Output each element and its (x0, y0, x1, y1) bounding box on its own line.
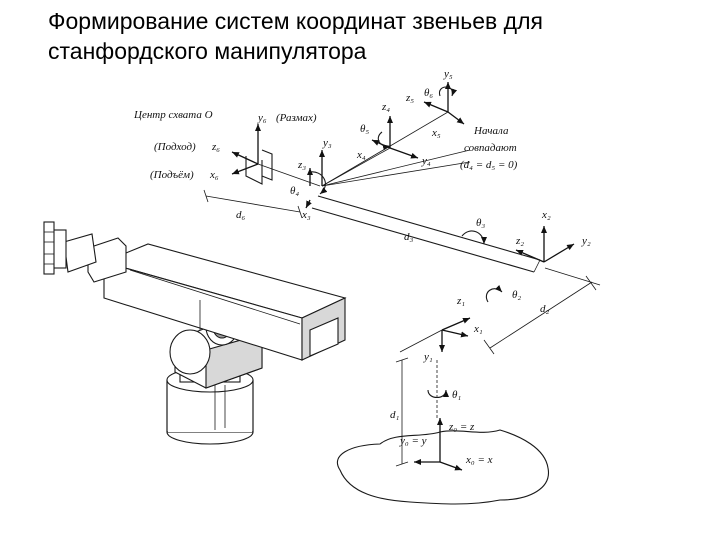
label-span: (Размах) (276, 112, 317, 124)
robot-boom (102, 243, 347, 361)
label-d2: d₂ (540, 303, 550, 315)
robot-wrist (43, 221, 127, 283)
label-y1: y₁ (423, 351, 433, 363)
label-origins-line3: (d₄ = d₅ = 0) (460, 159, 518, 171)
label-d1: d₁ (390, 409, 400, 421)
label-x5: x₅ (431, 127, 441, 139)
theta2-rotation: θ₂ (485, 284, 521, 303)
label-approach: (Подход) (154, 141, 196, 153)
label-theta3: θ₃ (476, 217, 485, 229)
label-z3: z₃ (297, 159, 306, 171)
label-theta2: θ₂ (512, 289, 521, 301)
label-z1: z₁ (456, 295, 465, 307)
label-x6: x₆ (209, 169, 219, 181)
label-origins-line2: совпадают (464, 142, 517, 154)
dimension-d1: d₁ (390, 357, 409, 467)
label-z5: z₅ (405, 92, 414, 104)
frame-1: z₁ x₁ y₁ (399, 295, 483, 363)
label-theta5: θ₅ (360, 123, 369, 135)
label-z6: z₆ (211, 141, 220, 153)
base-frame: z₀ = z y₀ = y x₀ = x (399, 418, 493, 471)
theta3-rotation: θ₃ (461, 217, 487, 245)
theta1-rotation: θ₁ (427, 360, 461, 418)
label-z2: z₂ (515, 235, 524, 247)
label-origins-line1: Начала (473, 125, 509, 137)
frame-3: y₃ z₃ x₃ θ₄ (290, 137, 332, 221)
label-x4: x₄ (356, 149, 366, 161)
label-y2: y₂ (581, 235, 591, 247)
label-grip-center: Центр схвата O (133, 109, 213, 121)
label-x0: x₀ = x (465, 454, 493, 466)
label-d6: d₆ (236, 209, 246, 221)
label-x1: x₁ (473, 323, 483, 335)
frame-4: z₄ θ₅ x₄ y₄ (356, 101, 431, 167)
label-y3: y₃ (322, 137, 332, 149)
slide-title: Формирование систем координат звеньев дл… (48, 8, 543, 64)
robot-illustration (43, 221, 347, 445)
dimension-d6: d₆ (203, 189, 303, 221)
dimension-d2: d₂ (483, 267, 601, 355)
base-floor-outline (337, 429, 549, 505)
label-d3: d₃ (404, 231, 414, 243)
wrist-construction-lines (321, 111, 471, 187)
label-z0: z₀ = z (448, 421, 475, 433)
label-x3: x₃ (301, 209, 311, 221)
label-y0: y₀ = y (399, 435, 427, 447)
label-theta1: θ₁ (452, 389, 461, 401)
frame-2: x₂ z₂ y₂ (515, 209, 591, 263)
frame-6-gripper: Центр схвата O y₆ (Размах) (Подход) z₆ (… (133, 109, 321, 187)
label-y5: y₅ (443, 68, 453, 80)
label-theta6: θ₆ (424, 87, 433, 99)
label-theta4: θ₄ (290, 185, 299, 197)
link-d3: d₃ (311, 195, 541, 273)
label-z4: z₄ (381, 101, 390, 113)
origins-coincide-note: Начала совпадают (d₄ = d₅ = 0) (460, 125, 518, 171)
label-y6: y₆ (257, 112, 267, 124)
frame-5: y₅ θ₆ z₅ x₅ (405, 68, 465, 139)
label-lift: (Подъём) (150, 169, 194, 181)
label-x2: x₂ (541, 209, 551, 221)
